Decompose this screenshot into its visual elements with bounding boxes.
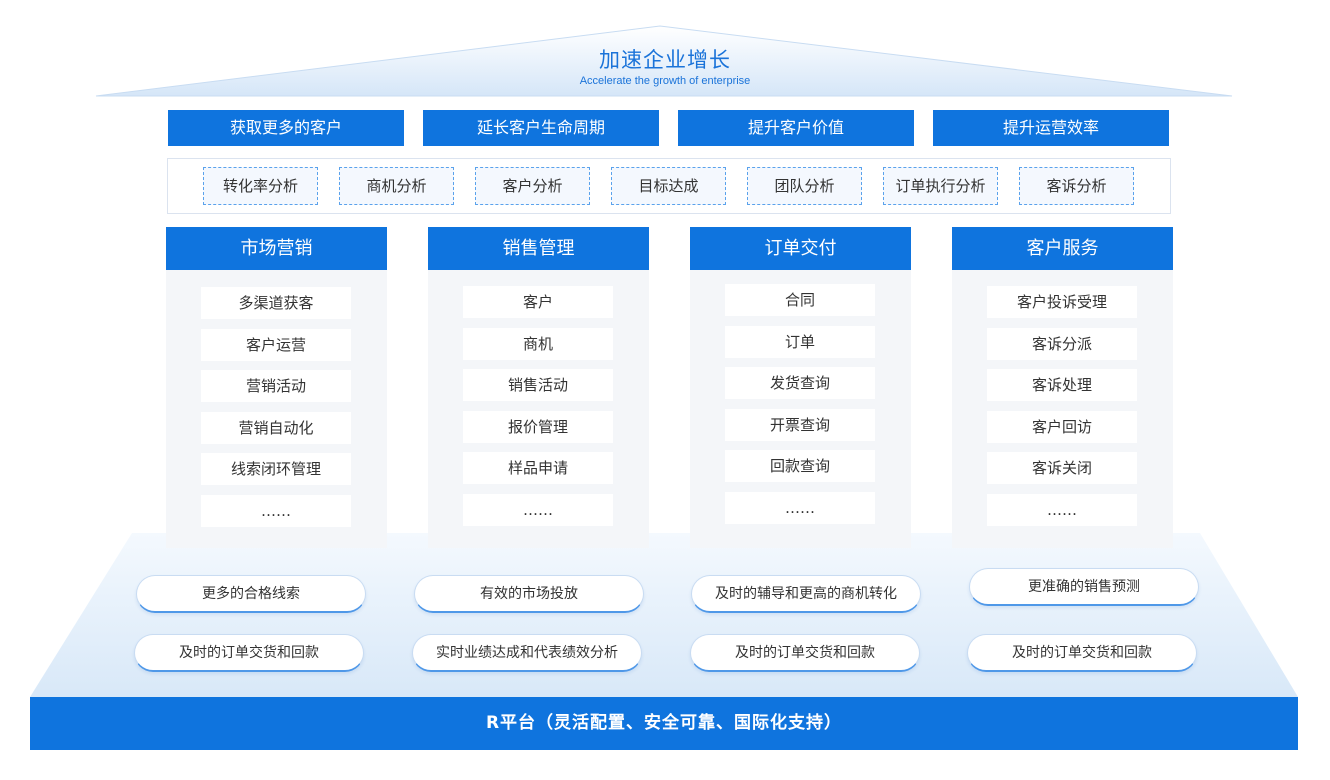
roof-shape [95,25,1233,97]
list-item: 客户运营 [201,329,351,361]
goal-acquire-customers: 获取更多的客户 [168,110,404,146]
list-item: 营销活动 [201,370,351,402]
list-item: 客诉分派 [987,328,1137,360]
platform-banner: R平台（灵活配置、安全可靠、国际化支持） [30,697,1298,750]
list-item: …… [201,495,351,527]
analytics-opportunity: 商机分析 [339,167,454,205]
goal-extend-lifecycle: 延长客户生命周期 [423,110,659,146]
analytics-conversion: 转化率分析 [203,167,318,205]
benefit-pill: 及时的订单交货和回款 [134,634,364,672]
list-item: 商机 [463,328,613,360]
list-item: 客户投诉受理 [987,286,1137,318]
roof-subtitle: Accelerate the growth of enterprise [579,75,751,87]
benefit-pill: 更准确的销售预测 [969,568,1199,606]
benefit-pill: 更多的合格线索 [136,575,366,613]
analytics-target: 目标达成 [611,167,726,205]
goal-operational-efficiency: 提升运营效率 [933,110,1169,146]
list-item: …… [987,494,1137,526]
analytics-order-execution: 订单执行分析 [883,167,998,205]
column-service-header: 客户服务 [952,227,1173,270]
analytics-team: 团队分析 [747,167,862,205]
benefit-pill: 及时的订单交货和回款 [690,634,920,672]
list-item: 开票查询 [725,409,875,441]
list-item: 营销自动化 [201,412,351,444]
list-item: 销售活动 [463,369,613,401]
list-item: …… [725,492,875,524]
benefit-pill: 及时的辅导和更高的商机转化 [691,575,921,613]
roof-title: 加速企业增长 [599,48,731,72]
column-marketing-header: 市场营销 [166,227,387,270]
goal-customer-value: 提升客户价值 [678,110,914,146]
list-item: 线索闭环管理 [201,453,351,485]
list-item: 报价管理 [463,411,613,443]
benefit-pill: 及时的订单交货和回款 [967,634,1197,672]
foundation-shape [30,533,1298,697]
analytics-customer: 客户分析 [475,167,590,205]
list-item: 合同 [725,284,875,316]
list-item: 客诉关闭 [987,452,1137,484]
analytics-complaint: 客诉分析 [1019,167,1134,205]
list-item: 客户 [463,286,613,318]
column-sales-header: 销售管理 [428,227,649,270]
column-delivery-header: 订单交付 [690,227,911,270]
list-item: 客诉处理 [987,369,1137,401]
list-item: …… [463,494,613,526]
list-item: 客户回访 [987,411,1137,443]
list-item: 发货查询 [725,367,875,399]
benefit-pill: 有效的市场投放 [414,575,644,613]
benefit-pill: 实时业绩达成和代表绩效分析 [412,634,642,672]
list-item: 样品申请 [463,452,613,484]
list-item: 回款查询 [725,450,875,482]
list-item: 多渠道获客 [201,287,351,319]
list-item: 订单 [725,326,875,358]
